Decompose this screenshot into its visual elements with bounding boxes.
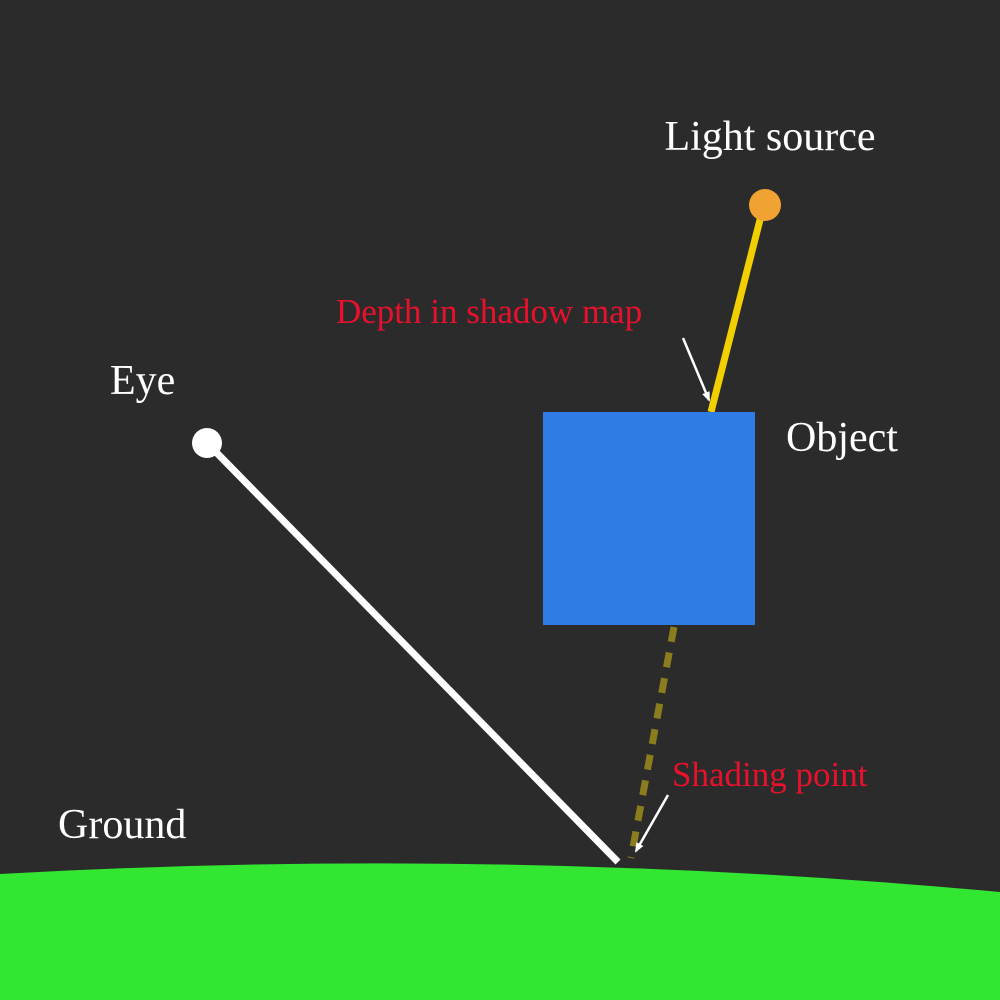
shading-point-annotation-arrow (634, 794, 670, 853)
eye-dot (192, 428, 222, 458)
shading-point-label: Shading point (672, 755, 868, 794)
light-ray-line (707, 211, 766, 413)
eye-label: Eye (110, 358, 175, 404)
depth-annotation-arrow (681, 337, 711, 402)
light-source-label: Light source (664, 114, 875, 160)
ground-surface (0, 863, 1000, 1000)
view-ray-line (209, 445, 621, 865)
light-source-dot (749, 189, 781, 221)
object-label: Object (786, 415, 898, 461)
object-square (543, 412, 755, 625)
depth-in-shadow-map-label: Depth in shadow map (336, 292, 642, 331)
ground-label: Ground (58, 802, 186, 848)
occluded-ray-dashed-line (627, 626, 678, 859)
